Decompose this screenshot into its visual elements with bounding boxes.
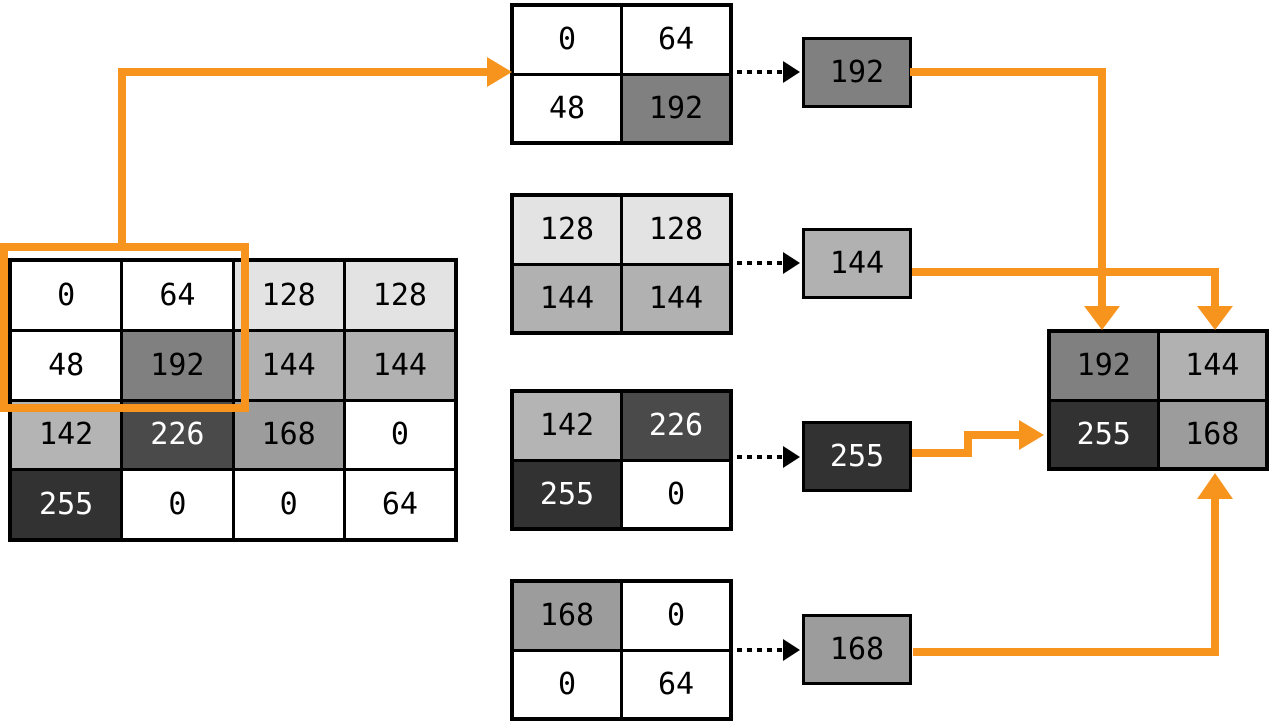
connector-line — [912, 449, 972, 457]
matrix-cell: 192 — [123, 331, 232, 399]
matrix-cell: 0 — [514, 651, 620, 717]
matrix-cell: 168 — [1159, 401, 1265, 467]
matrix-cell: 192 — [623, 75, 729, 141]
connector-line — [118, 68, 126, 247]
matrix-cell: 142 — [12, 401, 121, 469]
matrix-cell: 144 — [1159, 333, 1265, 399]
matrix-cell: 128 — [623, 197, 729, 263]
arrowhead-down-icon — [1084, 306, 1120, 330]
output-matrix: 192 144 255 168 — [1047, 329, 1269, 471]
pooling-window-highlight — [0, 243, 249, 412]
connector-line — [1098, 68, 1106, 306]
connector-line — [1211, 268, 1219, 306]
matrix-cell: 192 — [1051, 333, 1157, 399]
pooling-window-1: 0 64 48 192 — [510, 3, 733, 145]
matrix-cell: 64 — [123, 262, 232, 329]
matrix-cell: 128 — [345, 262, 454, 329]
arrowhead-right-icon — [783, 252, 800, 274]
dotted-arrow-line — [737, 70, 783, 74]
connector-line — [910, 68, 1106, 76]
matrix-cell: 0 — [234, 471, 343, 538]
matrix-cell: 226 — [623, 393, 729, 459]
connector-line — [912, 268, 1219, 276]
dotted-arrow-line — [737, 261, 783, 265]
matrix-cell: 255 — [514, 461, 620, 527]
connector-line — [1211, 499, 1219, 656]
matrix-cell: 168 — [514, 583, 620, 649]
matrix-cell: 144 — [623, 265, 729, 331]
arrowhead-up-icon — [1197, 473, 1233, 499]
matrix-cell: 128 — [514, 197, 620, 263]
arrowhead-right-icon — [783, 61, 800, 83]
connector-line — [913, 648, 1219, 656]
connector-line — [964, 431, 1019, 439]
matrix-cell: 0 — [12, 262, 121, 329]
matrix-cell: 0 — [514, 7, 620, 73]
matrix-cell: 48 — [12, 331, 121, 399]
matrix-cell: 144 — [234, 331, 343, 399]
arrowhead-right-icon — [783, 639, 800, 661]
matrix-cell: 64 — [623, 7, 729, 73]
arrowhead-down-icon — [1197, 306, 1233, 330]
max-value-box: 255 — [802, 421, 912, 492]
max-value-box: 168 — [802, 614, 912, 685]
matrix-cell: 255 — [12, 471, 121, 538]
matrix-cell: 64 — [345, 471, 454, 538]
arrowhead-right-icon — [783, 446, 800, 468]
max-value-box: 192 — [802, 37, 912, 108]
dotted-arrow-line — [737, 455, 783, 459]
matrix-cell: 0 — [123, 471, 232, 538]
matrix-cell: 64 — [623, 651, 729, 717]
arrowhead-right-icon — [487, 57, 512, 87]
connector-line — [118, 68, 490, 76]
matrix-cell: 48 — [514, 75, 620, 141]
arrowhead-right-icon — [1019, 420, 1044, 450]
max-value-box: 144 — [802, 228, 912, 299]
connector-line — [964, 431, 972, 457]
matrix-cell: 144 — [345, 331, 454, 399]
pooling-window-2: 128 128 144 144 — [510, 193, 733, 335]
matrix-cell: 0 — [623, 461, 729, 527]
input-matrix: 0 64 128 128 48 192 144 144 142 226 168 … — [8, 258, 458, 542]
matrix-cell: 168 — [234, 401, 343, 469]
matrix-cell: 226 — [123, 401, 232, 469]
matrix-cell: 0 — [345, 401, 454, 469]
matrix-cell: 0 — [623, 583, 729, 649]
matrix-cell: 128 — [234, 262, 343, 329]
pooling-window-4: 168 0 0 64 — [510, 579, 733, 721]
dotted-arrow-line — [737, 648, 783, 652]
matrix-cell: 144 — [514, 265, 620, 331]
matrix-cell: 255 — [1051, 401, 1157, 467]
matrix-cell: 142 — [514, 393, 620, 459]
pooling-window-3: 142 226 255 0 — [510, 389, 733, 531]
